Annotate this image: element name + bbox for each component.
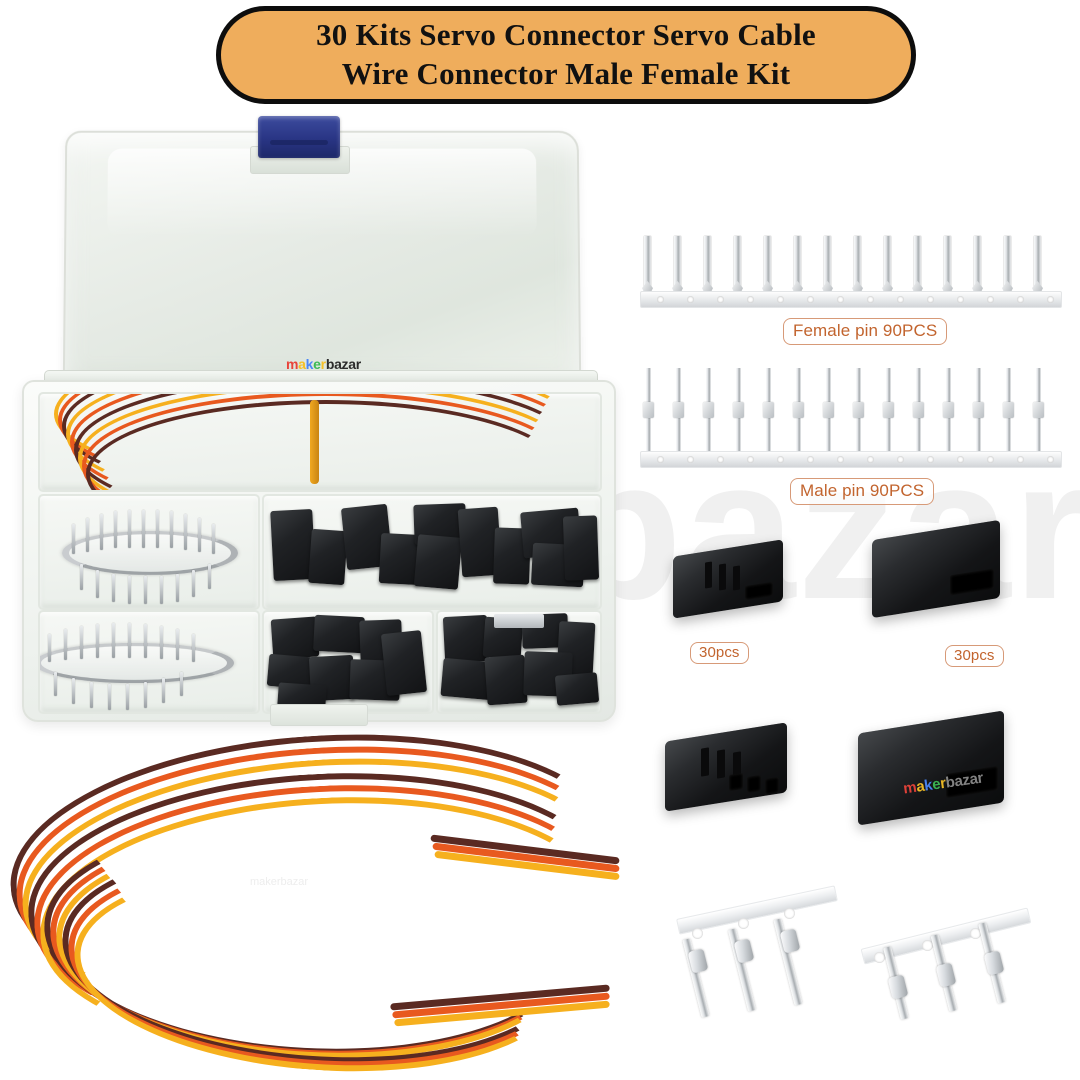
compartment-male-pin-reel bbox=[38, 610, 260, 714]
label-male-pin-count: Male pin 90PCS bbox=[790, 478, 935, 505]
connector-small-female-bottom bbox=[665, 722, 787, 812]
compartment-connectors-bottom-left bbox=[262, 610, 434, 714]
compartment-connectors-top bbox=[262, 494, 602, 610]
connector-small-female-top bbox=[673, 539, 783, 619]
female-pin-carrier-rail bbox=[640, 291, 1062, 308]
box-latch-clip bbox=[258, 116, 340, 158]
makerbazar-logo-lid: makerbazar bbox=[286, 356, 361, 372]
tray-front-latch bbox=[270, 704, 368, 726]
parts-storage-box: makerbazar bbox=[18, 112, 618, 732]
compartment-female-pin-reel bbox=[38, 494, 260, 610]
servo-wire-bundle: makerbazar bbox=[0, 714, 640, 1080]
compartment-connectors-bottom-right bbox=[436, 610, 602, 714]
title-line-1: 30 Kits Servo Connector Servo Cable bbox=[316, 17, 816, 53]
male-pin-strip bbox=[640, 360, 1062, 468]
male-pin-carrier-rail bbox=[640, 451, 1062, 468]
connector-large-male-bottom bbox=[858, 710, 1004, 826]
compartment-servo-wire bbox=[38, 392, 602, 492]
female-pin-strip bbox=[640, 222, 1062, 308]
female-pin-reel bbox=[62, 506, 238, 604]
connector-large-male-top bbox=[872, 519, 1000, 619]
label-large-housing-count: 30pcs bbox=[945, 645, 1004, 667]
servo-wire-coil bbox=[40, 394, 600, 490]
title-line-2: Wire Connector Male Female Kit bbox=[341, 56, 791, 91]
label-female-pin-count: Female pin 90PCS bbox=[783, 318, 948, 345]
bundle-watermark: makerbazar bbox=[250, 876, 309, 888]
label-small-housing-count: 30pcs bbox=[690, 642, 749, 664]
title-banner: 30 Kits Servo Connector Servo Cable Wire… bbox=[216, 6, 916, 104]
male-pin-reel bbox=[40, 620, 234, 710]
box-tray bbox=[22, 380, 616, 726]
female-crimp-terminals-closeup bbox=[860, 898, 1060, 1028]
male-crimp-terminals-closeup bbox=[668, 885, 858, 1022]
